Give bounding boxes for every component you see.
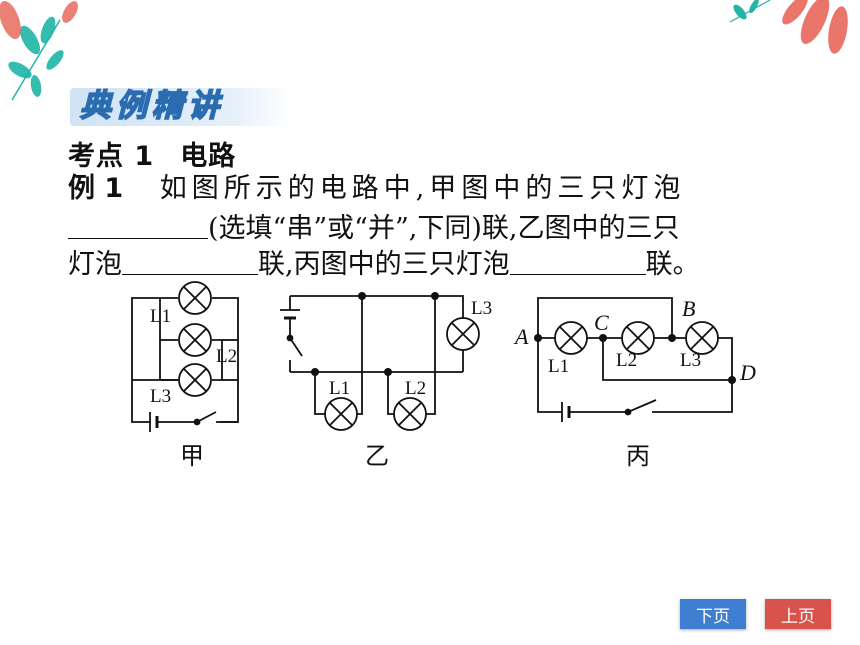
lamp-bing-3 xyxy=(685,321,719,355)
answer-blank-1[interactable] xyxy=(68,212,208,239)
question-text-3a: 灯泡 xyxy=(68,249,122,280)
label-bing-l2: L2 xyxy=(616,350,637,371)
caption-yi: 乙 xyxy=(365,444,389,470)
leaf-decoration-left xyxy=(0,0,78,101)
section-title: 电路 xyxy=(180,141,237,172)
lamp-yi-1 xyxy=(324,397,358,431)
answer-blank-3[interactable] xyxy=(509,248,646,275)
lamp-bing-1 xyxy=(554,321,588,355)
question-text-3b: 联,丙图中的三只灯泡 xyxy=(258,249,510,280)
question-line-2: (选填“串”或“并”,下同)联,乙图中的三只 xyxy=(68,212,679,246)
next-page-button[interactable]: 下页 xyxy=(680,599,746,629)
question-text-3c: 联。 xyxy=(645,249,700,280)
question-line-3: 灯泡 联,丙图中的三只灯泡 联。 xyxy=(68,248,700,282)
caption-bing: 丙 xyxy=(626,444,650,470)
section-label: 考点 1 xyxy=(68,141,155,172)
circuit-bing xyxy=(537,297,733,422)
label-jia-l1: L1 xyxy=(150,306,171,327)
banner-title: 典例精讲 xyxy=(79,87,224,125)
node-c: C xyxy=(594,310,609,335)
label-bing-l3: L3 xyxy=(680,350,701,371)
lamp-jia-2 xyxy=(178,323,212,357)
lamp-jia-1 xyxy=(178,281,212,315)
lamp-yi-3 xyxy=(446,317,480,351)
node-b: B xyxy=(682,296,695,321)
label-bing-l1: L1 xyxy=(548,356,569,377)
question-line-1: 例 1 如图所示的电路中,甲图中的三只灯泡 xyxy=(68,172,685,206)
node-a: A xyxy=(513,324,529,349)
example-label: 例 1 xyxy=(68,173,124,204)
circuit-yi xyxy=(280,295,480,431)
lamp-bing-2 xyxy=(621,321,655,355)
question-text-2: (选填“串”或“并”,下同)联,乙图中的三只 xyxy=(208,213,680,244)
label-jia-l3: L3 xyxy=(150,386,171,407)
node-d: D xyxy=(739,360,756,385)
question-text-1: 如图所示的电路中,甲图中的三只灯泡 xyxy=(159,173,686,204)
prev-page-button[interactable]: 上页 xyxy=(765,599,831,629)
leaf-decoration-right xyxy=(729,0,848,54)
circuit-jia xyxy=(131,281,239,432)
answer-blank-2[interactable] xyxy=(122,248,258,275)
label-yi-l3: L3 xyxy=(471,298,492,319)
banner-background xyxy=(70,88,290,126)
lamp-yi-2 xyxy=(393,397,427,431)
lamp-jia-3 xyxy=(178,363,212,397)
label-yi-l1: L1 xyxy=(329,378,350,399)
label-yi-l2: L2 xyxy=(405,378,426,399)
caption-jia: 甲 xyxy=(180,444,204,470)
label-jia-l2: L2 xyxy=(216,346,237,367)
section-heading: 考点 1 电路 xyxy=(68,134,236,173)
